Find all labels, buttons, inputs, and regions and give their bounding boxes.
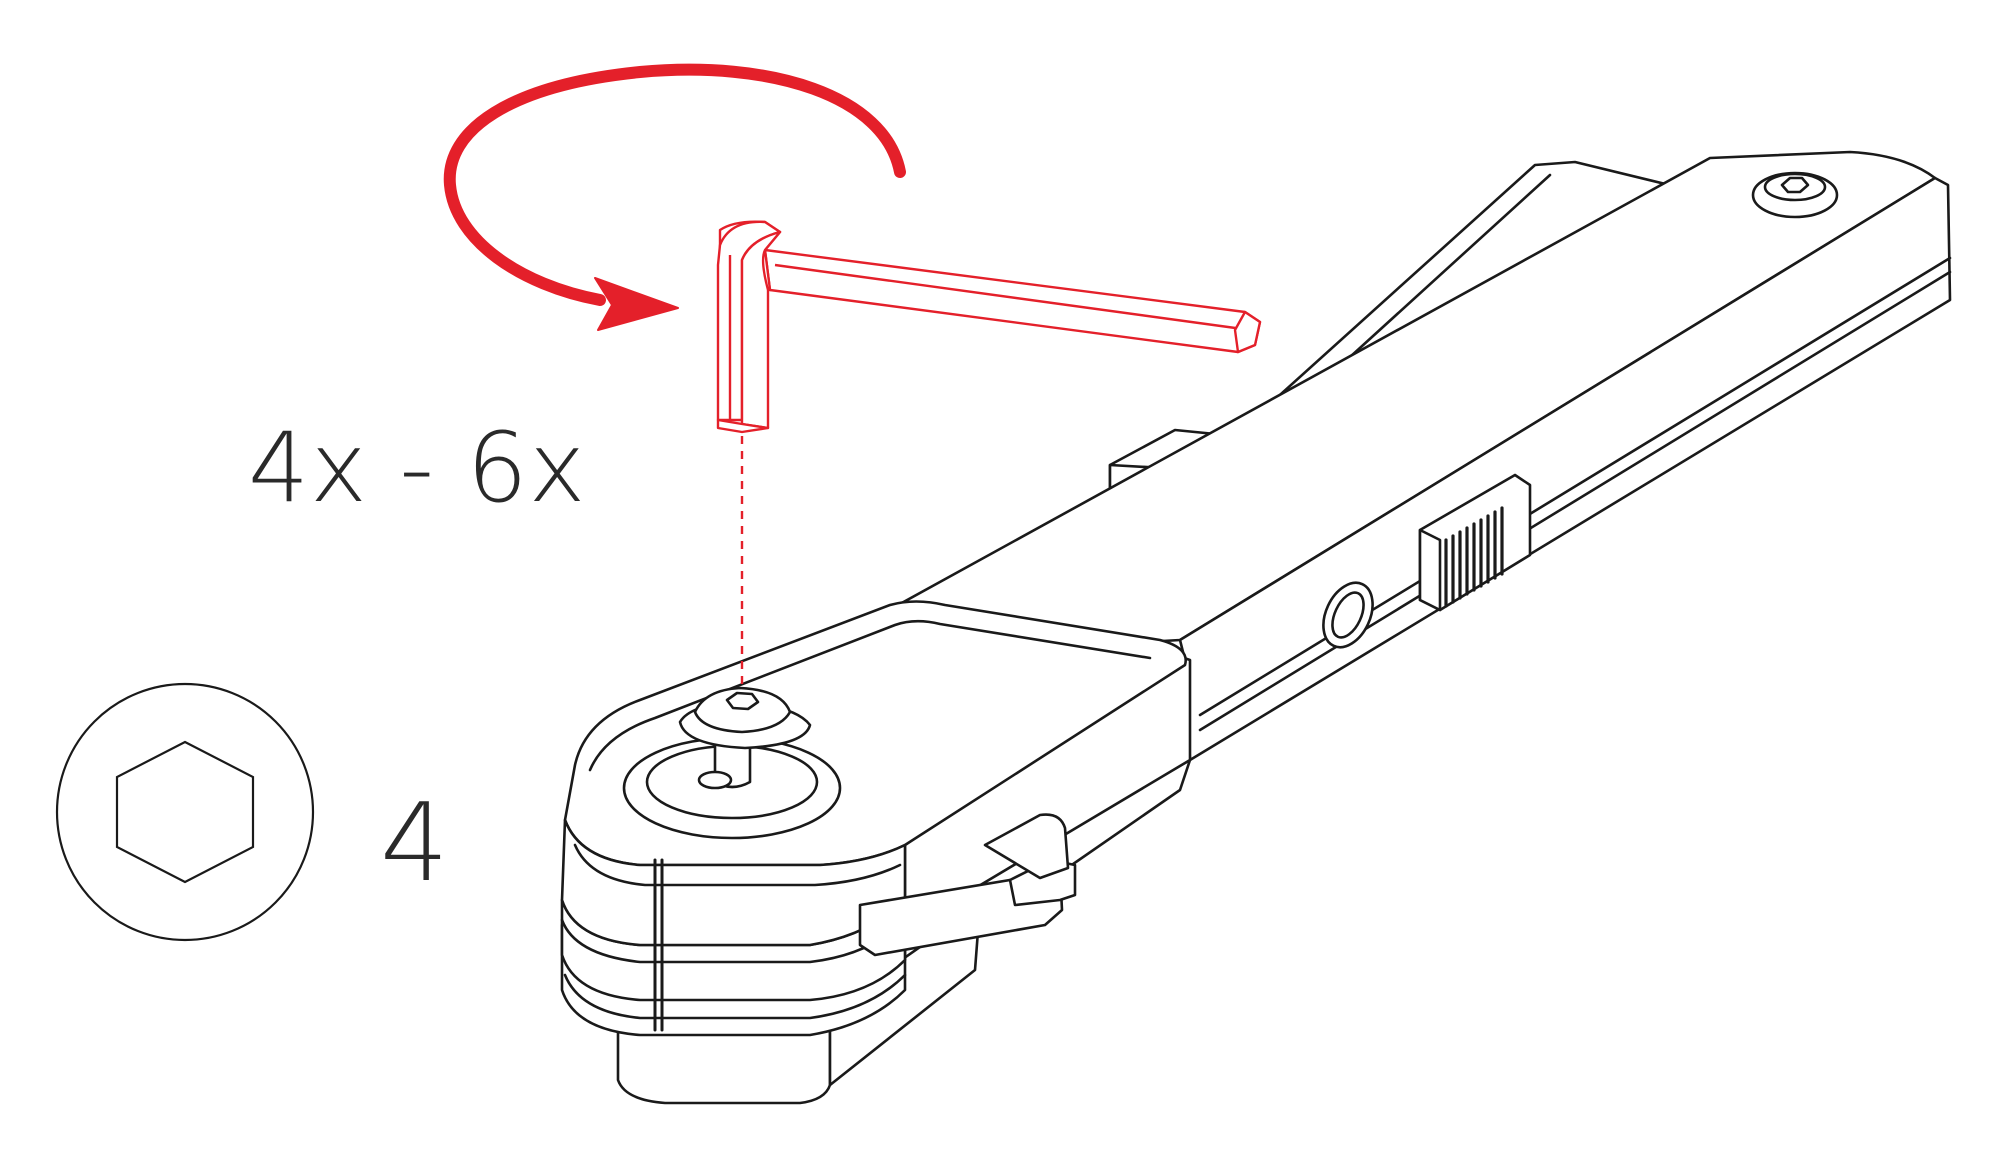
beam-end-screw-socket: [1780, 176, 1810, 194]
hex-size-label: 4: [380, 781, 450, 906]
pivot-screw-socket: [725, 691, 760, 711]
hex-socket-hexagon: [115, 740, 255, 884]
hex-key-end-face: [1233, 310, 1262, 354]
joint-housing-front-edge: [573, 843, 902, 887]
rotation-arrow-stroke-taper: [768, 78, 902, 174]
hex-socket-icon: [55, 682, 315, 942]
hex-key-tip: [716, 418, 770, 434]
pivot-screw-head: [693, 686, 792, 734]
rotation-arrow-stroke: [443, 63, 906, 306]
hex-key-short-arm-front: [740, 230, 782, 430]
clockwise-rotation-arrow-icon: [443, 63, 906, 331]
hex-key-icon: [716, 220, 1262, 434]
beam-cable-slot-inner: [1331, 591, 1365, 639]
joint-housing-rim: [588, 619, 1152, 772]
arm-beam-side-groove-2: [1198, 270, 1952, 732]
clamp-lever-tab: [983, 813, 1070, 880]
beam-end-screw-head: [1763, 172, 1827, 202]
turns-count-label: 4x - 6x: [248, 412, 587, 524]
monitor-arm: [560, 150, 1952, 1105]
rotation-arrowhead: [594, 277, 679, 331]
hex-socket-circle: [55, 682, 315, 942]
joint-seam-2: [563, 973, 907, 1020]
instruction-overlay: [443, 63, 1262, 690]
tension-knob-ribs: [1444, 506, 1504, 608]
hex-key-long-arm-facet: [774, 263, 1251, 332]
pivot-post-hole: [697, 770, 733, 790]
hex-key-long-arm: [763, 248, 1262, 354]
tension-knob-front: [1418, 528, 1442, 612]
